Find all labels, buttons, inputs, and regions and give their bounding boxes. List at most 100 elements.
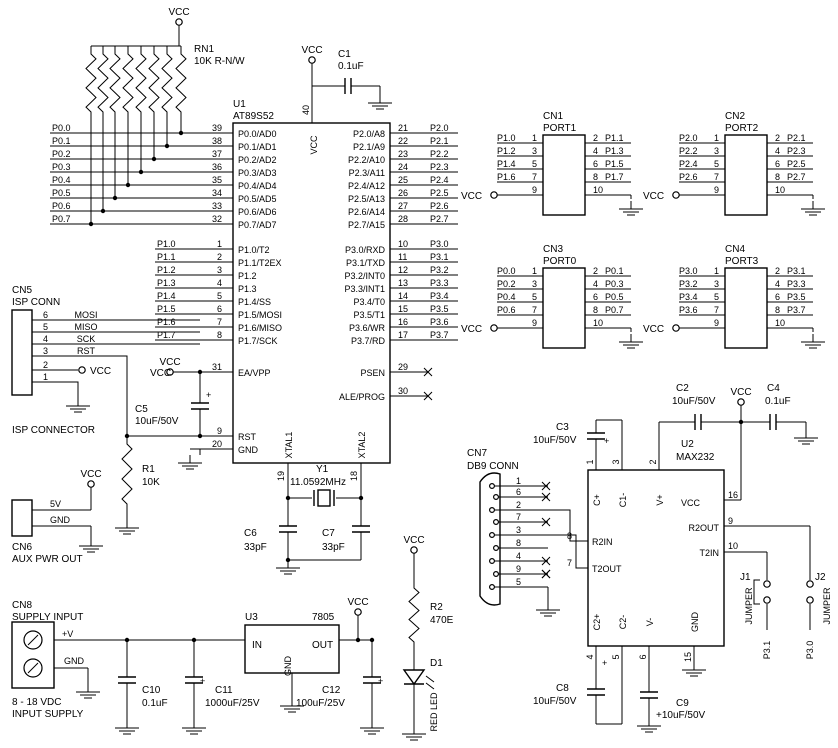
port-left-pin-number: 9 xyxy=(532,185,537,195)
u1-vcc-pin-name: VCC xyxy=(309,135,319,155)
c10-ground xyxy=(115,720,139,735)
rn1-p0-junction xyxy=(164,143,170,149)
j1-terminal-top xyxy=(763,580,771,588)
port-right-pin-number: 2 xyxy=(593,133,598,143)
u1-left-pin-number: 7 xyxy=(217,317,222,327)
isp-gnd-wire xyxy=(32,381,79,398)
p1-net-label: P1.2 xyxy=(157,265,176,275)
right-net-label: P2.7 xyxy=(430,214,449,224)
u2-top-pin-name: V+ xyxy=(655,494,665,505)
vcc-terminal xyxy=(354,608,362,616)
port-left-pin-number: 9 xyxy=(714,318,719,328)
junction-dot xyxy=(285,557,291,563)
port-left-net: P1.2 xyxy=(497,146,516,156)
u1-left-pin-number: 4 xyxy=(217,278,222,288)
port-right-net: P3.7 xyxy=(787,305,806,315)
u1-left-pin-number: 31 xyxy=(212,362,222,372)
db9-pin xyxy=(493,494,500,501)
port-left-pin-number: 9 xyxy=(714,185,719,195)
u1-right-pin-name: P2.0/A8 xyxy=(353,129,385,139)
port-right-net: P0.7 xyxy=(605,305,624,315)
isp-rst-wire xyxy=(58,355,128,436)
u3-ground xyxy=(280,698,304,713)
right-net-label: P3.7 xyxy=(430,330,449,340)
port-right-pin-number: 8 xyxy=(775,172,780,182)
c12-value: 100uF/25V xyxy=(296,698,345,709)
port-right-net: P1.7 xyxy=(605,172,624,182)
c1-ground xyxy=(368,95,392,110)
rn1-resistor-3 xyxy=(122,46,134,120)
port-left-pin-number: 1 xyxy=(532,266,537,276)
rn1-resistor-6 xyxy=(161,46,173,120)
port-right-pin-number: 4 xyxy=(775,279,780,289)
db9-pin xyxy=(493,570,500,577)
port-vcc-label: VCC xyxy=(643,324,664,335)
isp-caption: ISP CONNECTOR xyxy=(12,425,95,436)
cn5-body xyxy=(11,309,33,396)
rn1-p0-junction xyxy=(138,169,144,175)
c4-value: 0.1uF xyxy=(765,396,791,407)
port-right-pin-number: 4 xyxy=(593,146,598,156)
cn8-caption2: INPUT SUPPLY xyxy=(12,709,84,720)
port-right-pin-number: 6 xyxy=(775,292,780,302)
port-left-net: P1.4 xyxy=(497,159,516,169)
junction-dot xyxy=(355,637,361,643)
db9-pin-number: 1 xyxy=(516,476,521,486)
u1-right-pin-number: 26 xyxy=(398,188,408,198)
u1-right-pin-number: 27 xyxy=(398,201,408,211)
u1-right-pin-number: 29 xyxy=(398,362,408,372)
db9-pin-number: 6 xyxy=(516,487,521,497)
u1-right-pin-name: P2.6/A14 xyxy=(348,207,385,217)
no-connect-mark xyxy=(541,569,551,579)
u2-body xyxy=(587,469,725,647)
port-vcc-label: VCC xyxy=(461,324,482,335)
rn1-value: 10K R-N/W xyxy=(194,56,245,67)
supply-ground xyxy=(76,684,100,699)
port-left-net: P3.4 xyxy=(679,292,698,302)
u1-left-pin-name: P1.1/T2EX xyxy=(238,258,282,268)
port-right-pin-number: 2 xyxy=(593,266,598,276)
db9-pin xyxy=(489,531,496,538)
d1-ground xyxy=(402,726,426,741)
u3-vcc-label: VCC xyxy=(347,597,368,608)
u1-right-pin-name: P3.2/INT0 xyxy=(344,271,385,281)
j2-ref: J2 xyxy=(815,572,826,583)
db9-pin xyxy=(489,557,496,564)
port-header-body-1 xyxy=(724,134,768,216)
u2-bottom-pin-number: 6 xyxy=(638,654,648,659)
cn7-ref: CN7 xyxy=(467,448,487,459)
port-left-pin-number: 3 xyxy=(714,279,719,289)
cn6-body xyxy=(11,499,33,537)
port-right-net: P1.5 xyxy=(605,159,624,169)
c4-ref: C4 xyxy=(767,383,780,394)
rn1-p0-junction xyxy=(125,182,131,188)
u2-bottom-pin-name: GND xyxy=(690,612,700,633)
u1-right-pin-number: 30 xyxy=(398,386,408,396)
u1-right-pin-name: P2.5/A13 xyxy=(348,194,385,204)
u1-left-pin-name: P0.7/AD7 xyxy=(238,220,277,230)
u3-ref: U3 xyxy=(245,612,258,623)
j1-net: P3.1 xyxy=(762,641,772,660)
u2-ground xyxy=(682,662,706,677)
r1-ref: R1 xyxy=(142,464,155,475)
right-net-label: P2.4 xyxy=(430,175,449,185)
u1-left-pin-name: P1.6/MISO xyxy=(238,323,282,333)
port-right-pin-number: 8 xyxy=(775,305,780,315)
port-vcc-terminal xyxy=(672,191,680,199)
port-ref: CN2 xyxy=(725,111,745,122)
no-connect-mark xyxy=(541,481,551,491)
port-left-pin-number: 7 xyxy=(714,305,719,315)
port-right-net: P0.3 xyxy=(605,279,624,289)
c5-value: 10uF/50V xyxy=(135,416,179,427)
ea-vcc-text-left: VCC xyxy=(150,368,171,379)
port-right-pin-number: 10 xyxy=(775,185,785,195)
rn1-vcc-label: VCC xyxy=(168,7,189,18)
u2-r2in-name: R2IN xyxy=(592,537,613,547)
db9-pin-number: 2 xyxy=(516,500,521,510)
port-name: PORT0 xyxy=(543,256,577,267)
right-net-label: P3.0 xyxy=(430,239,449,249)
c8-ref: C8 xyxy=(556,683,569,694)
port-left-net: P0.2 xyxy=(497,279,516,289)
no-connect-mark xyxy=(541,556,551,566)
vcc-terminal xyxy=(87,480,95,488)
